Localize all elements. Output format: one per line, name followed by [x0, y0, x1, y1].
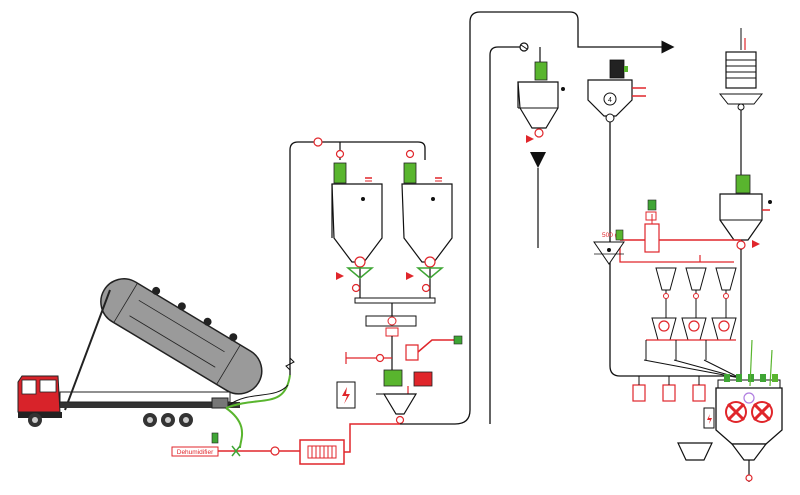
tipper-tank	[100, 278, 263, 395]
dosing-hoppers	[643, 267, 741, 379]
motor-icon	[403, 162, 417, 184]
high-voltage-icon	[336, 381, 356, 409]
filter-receiver-1	[517, 47, 565, 248]
air-hose	[225, 374, 291, 449]
dehumidifier-unit: Dehumidifier	[171, 446, 219, 457]
silo-1	[331, 142, 383, 300]
conveying-line	[289, 141, 426, 375]
motor-icon	[383, 369, 403, 387]
motor-number: 4	[608, 97, 612, 104]
transfer-line	[400, 11, 675, 425]
mixer-icon	[703, 374, 783, 482]
air-valve-icon	[270, 446, 280, 456]
dehumidifier-label: Dehumidifier	[177, 449, 214, 456]
receiver-top-right	[718, 28, 764, 175]
scale-icon: 500 g	[593, 229, 625, 265]
arrow-down-icon	[530, 152, 546, 168]
small-containers	[632, 376, 706, 402]
truck-icon	[17, 278, 263, 427]
filter-icon	[299, 439, 345, 465]
scale-label: 500 g	[602, 232, 619, 239]
output-hopper	[677, 442, 713, 461]
main-hopper	[719, 174, 772, 376]
screw-conveyor-icon	[354, 297, 436, 337]
silo-2	[401, 149, 453, 300]
motor-icon	[333, 162, 347, 184]
